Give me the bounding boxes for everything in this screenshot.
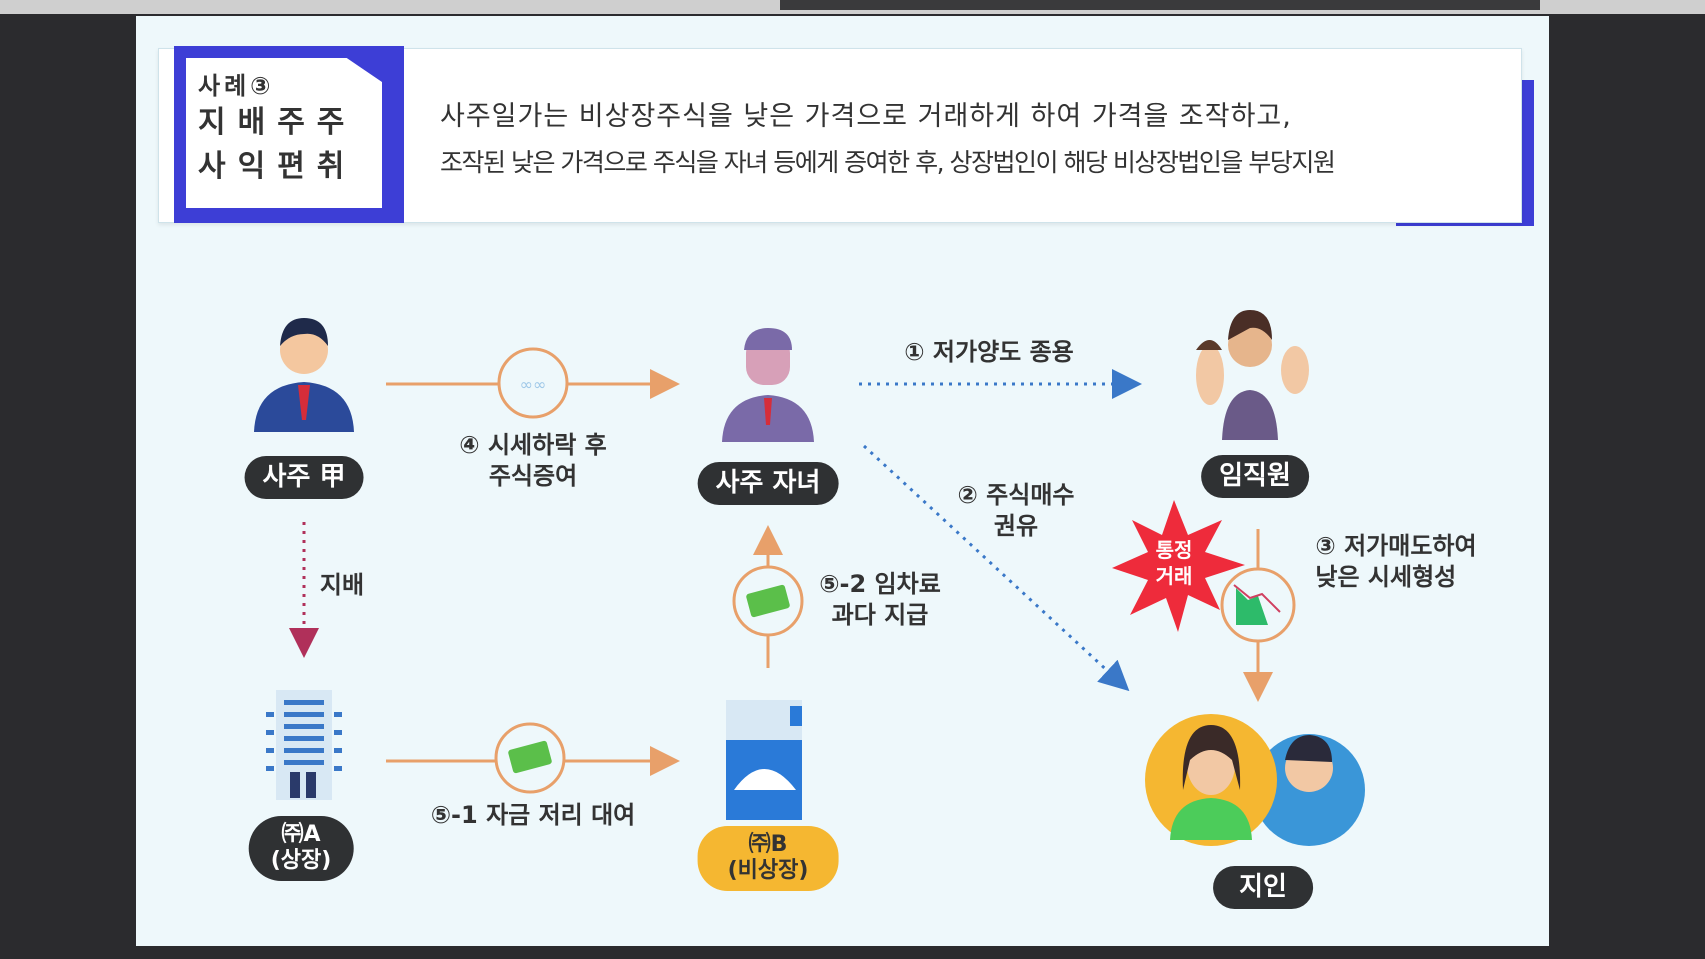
child-label: 사주 자녀 [697, 462, 839, 506]
step3-line1: ③ 저가매도하여 [1315, 532, 1477, 560]
company-b-type: (비상장) [727, 858, 809, 884]
arrow-step4: ∞∞ [386, 347, 680, 419]
control-label: 지배 [319, 571, 365, 599]
case-title-line1: 지배주주 [198, 105, 357, 140]
step2-line2: 권유 [993, 512, 1039, 541]
step4-label: ④ 시세하락 후 주식증여 [459, 430, 606, 492]
company-a-building-icon [266, 690, 342, 800]
step5-1-label: ⑤-1 자금 저리 대여 [430, 801, 636, 829]
collusion-label: 통정 거래 [1156, 537, 1193, 589]
company-b-name: ㈜B [748, 832, 788, 857]
svg-text:∞∞: ∞∞ [520, 375, 547, 394]
company-a-type: (상장) [270, 848, 332, 874]
collusion-line2: 거래 [1155, 564, 1193, 588]
chart-down-icon [1236, 588, 1268, 625]
collusion-starburst-icon [1112, 500, 1245, 632]
step1-label: ① 저가양도 종용 [904, 338, 1074, 366]
company-b-building-icon [726, 700, 802, 820]
money-icon [508, 740, 552, 774]
arrow-step5-2 [732, 525, 804, 668]
monitor-top-edge-dark [780, 0, 1540, 10]
description-line2: 조작된 낮은 가격으로 주식을 자녀 등에게 증여한 후, 상장법인이 해당 비… [440, 148, 1336, 177]
company-a-name: ㈜A [281, 822, 321, 847]
case-number: 사례③ [198, 72, 275, 100]
step5-2-line1: ⑤-2 임차료 [819, 570, 941, 598]
arrow-step5-1 [386, 722, 680, 794]
child-person-icon [722, 328, 814, 442]
owner-person-icon [254, 318, 354, 432]
case-title-line2: 사익편취 [198, 149, 357, 184]
employees-label: 임직원 [1201, 455, 1309, 499]
case-label-box: 사례③ 지배주주 사익편취 [174, 46, 404, 223]
company-a-label: ㈜A (상장) [248, 816, 354, 881]
acquaintances-label: 지인 [1213, 866, 1313, 910]
company-b-label: ㈜B (비상장) [697, 826, 839, 891]
step4-line2: 주식증여 [488, 462, 578, 491]
step5-2-label: ⑤-2 임차료 과다 지급 [819, 569, 941, 631]
money-icon [746, 584, 790, 618]
step3-label: ③ 저가매도하여 낮은 시세형성 [1315, 531, 1476, 593]
acquaintances-group-icon [1145, 714, 1365, 846]
step4-line1: ④ 시세하락 후 [459, 431, 607, 459]
arrow-step3 [1220, 529, 1296, 702]
step5-2-line2: 과다 지급 [831, 601, 929, 630]
step2-line1: ② 주식매수 [957, 481, 1075, 509]
description-line1: 사주일가는 비상장주식을 낮은 가격으로 거래하게 하여 가격을 조작하고, [440, 101, 1292, 132]
owner-label: 사주 甲 [244, 456, 364, 500]
step2-label: ② 주식매수 권유 [958, 480, 1075, 542]
collusion-line1: 통정 [1155, 538, 1193, 562]
employees-group-icon [1196, 310, 1309, 440]
step3-line2: 낮은 시세형성 [1315, 563, 1457, 592]
